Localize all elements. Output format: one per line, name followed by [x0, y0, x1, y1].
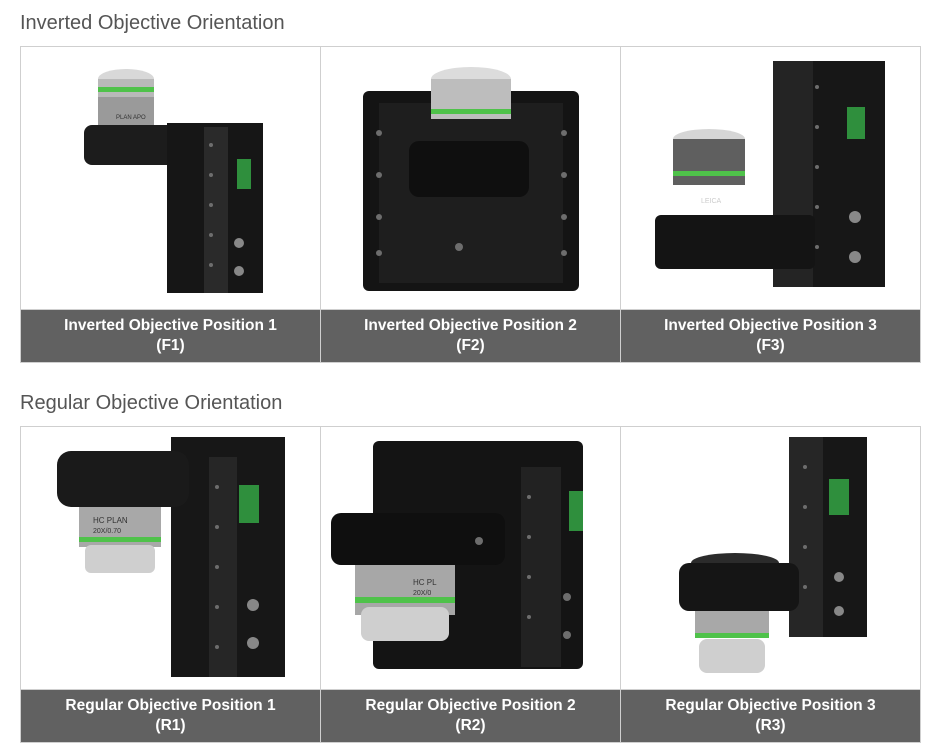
lens-label-f3: LEICA	[701, 198, 722, 205]
section-title-regular: Regular Objective Orientation	[20, 392, 283, 414]
stage-image-f3: LEICA	[655, 61, 885, 287]
caption-r2: Regular Objective Position 2 (R2)	[321, 689, 620, 742]
section-title-inverted: Inverted Objective Orientation	[20, 12, 285, 34]
lens-label-f1: PLAN APO	[116, 115, 146, 121]
caption-title-r3: Regular Objective Position 3	[665, 697, 876, 714]
lens-label-r1-line2: 20X/0.70	[93, 528, 121, 535]
inverted-section: Inverted Objective Orientation PLAN APO	[20, 8, 921, 363]
position-card-r1: HC PLAN 20X/0.70 Regular Objective Posit…	[21, 427, 321, 742]
photo-f1: PLAN APO	[21, 47, 320, 309]
caption-code-r3: (R3)	[755, 717, 786, 734]
caption-f1: Inverted Objective Position 1 (F1)	[21, 309, 320, 362]
caption-code-r1: (R1)	[155, 717, 186, 734]
lens-label-r2-line2: 20X/0	[413, 590, 431, 597]
stage-image-f2	[363, 67, 579, 291]
position-card-f2: Inverted Objective Position 2 (F2)	[321, 47, 621, 362]
caption-title-r2: Regular Objective Position 2	[365, 697, 576, 714]
position-card-r2: HC PL 20X/0 Regular Objective Position 2…	[321, 427, 621, 742]
photo-r2: HC PL 20X/0	[321, 427, 620, 689]
caption-code-f1: (F1)	[156, 337, 185, 354]
regular-section: Regular Objective Orientation HC PLAN 20…	[20, 388, 921, 743]
stage-image-f1: PLAN APO	[84, 69, 263, 293]
position-card-r3: Regular Objective Position 3 (R3)	[621, 427, 920, 742]
caption-r3: Regular Objective Position 3 (R3)	[621, 689, 920, 742]
stage-image-r3	[679, 437, 867, 673]
photo-f3: LEICA	[621, 47, 920, 309]
lens-label-r1-line1: HC PLAN	[93, 516, 128, 525]
position-card-f1: PLAN APO Inverted Objective Position 1	[21, 47, 321, 362]
caption-title-r1: Regular Objective Position 1	[65, 697, 276, 714]
photo-r1: HC PLAN 20X/0.70	[21, 427, 320, 689]
caption-code-r2: (R2)	[455, 717, 486, 734]
photo-r3	[621, 427, 920, 689]
position-card-f3: LEICA Inverted Objective Position 3 (F3)	[621, 47, 920, 362]
lens-label-r2-line1: HC PL	[413, 578, 437, 587]
caption-r1: Regular Objective Position 1 (R1)	[21, 689, 320, 742]
caption-code-f2: (F2)	[456, 337, 485, 354]
regular-grid: HC PLAN 20X/0.70 Regular Objective Posit…	[20, 426, 921, 743]
stage-image-r2: HC PL 20X/0	[331, 441, 583, 669]
photo-f2	[321, 47, 620, 309]
caption-f3: Inverted Objective Position 3 (F3)	[621, 309, 920, 362]
caption-code-f3: (F3)	[756, 337, 785, 354]
inverted-grid: PLAN APO Inverted Objective Position 1	[20, 46, 921, 363]
stage-image-r1: HC PLAN 20X/0.70	[57, 437, 285, 677]
caption-title-f2: Inverted Objective Position 2	[364, 317, 577, 334]
caption-f2: Inverted Objective Position 2 (F2)	[321, 309, 620, 362]
caption-title-f1: Inverted Objective Position 1	[64, 317, 277, 334]
caption-title-f3: Inverted Objective Position 3	[664, 317, 877, 334]
